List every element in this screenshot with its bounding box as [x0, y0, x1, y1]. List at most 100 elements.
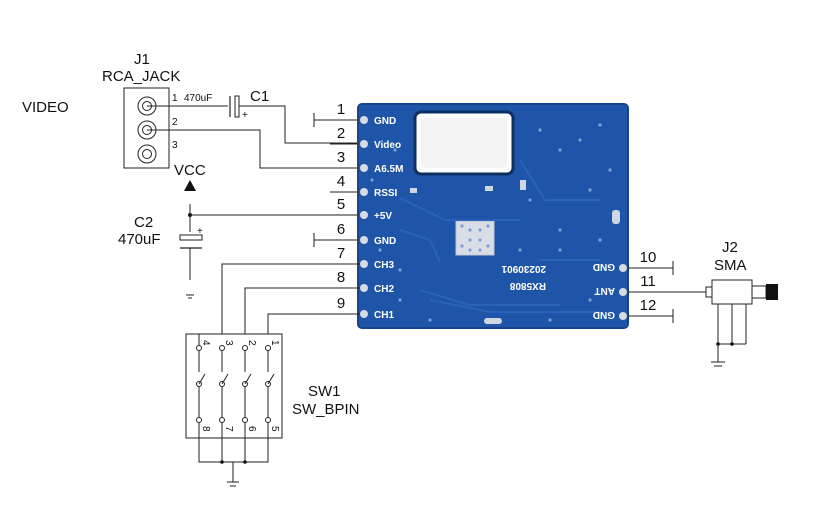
via — [588, 188, 592, 192]
switch-pin-number: 6 — [246, 426, 257, 432]
switch-pin-number: 8 — [200, 426, 211, 432]
j1-pin3-label: 3 — [172, 140, 178, 151]
module-pin-name: GND — [593, 261, 615, 272]
module-pin-name: CH2 — [374, 284, 394, 295]
switch-contact — [219, 381, 225, 387]
switch-contact — [265, 381, 271, 387]
pin-pad — [619, 264, 627, 272]
module-pin-name: ANT — [594, 285, 615, 296]
capacitor-c2: + — [179, 226, 203, 280]
switch-contact — [242, 417, 248, 423]
via — [478, 248, 482, 252]
switch-blade — [244, 373, 252, 385]
via — [460, 224, 464, 228]
via — [398, 298, 402, 302]
via — [598, 238, 602, 242]
via — [478, 238, 482, 242]
vcc-arrow-icon — [184, 180, 196, 191]
module-pin-name: A6.5M — [374, 164, 403, 175]
module-pin-number: 1 — [337, 101, 345, 118]
switch-contact — [219, 417, 225, 423]
via — [428, 318, 432, 322]
pin-pad — [360, 236, 368, 244]
module-pin-name: +5V — [374, 211, 392, 222]
module-pin-name: CH3 — [374, 260, 394, 271]
c1-label: C1 — [250, 88, 269, 105]
switch-blade — [198, 373, 206, 385]
via — [478, 228, 482, 232]
switch-contact — [242, 345, 248, 351]
via — [378, 248, 382, 252]
svg-text:+: + — [242, 110, 248, 121]
j2-name-label: SMA — [714, 257, 747, 274]
c2-ref-label: C2 — [134, 214, 153, 231]
pin-pad — [619, 312, 627, 320]
module-pin-name: GND — [374, 116, 396, 127]
j1-name-label: RCA_JACK — [102, 68, 180, 85]
switch-contact — [242, 381, 248, 387]
pin-pad — [360, 260, 368, 268]
switch-contact — [219, 345, 225, 351]
module-pin-number: 7 — [337, 245, 345, 262]
rx5808-module — [357, 103, 629, 329]
module-pin-number: 2 — [337, 125, 345, 142]
module-pin-number: 5 — [337, 196, 345, 213]
via — [486, 244, 490, 248]
module-pin-name: Video — [374, 140, 401, 151]
switch-blade — [267, 373, 275, 385]
via — [486, 224, 490, 228]
module-pin-number: 9 — [337, 295, 345, 312]
vcc-label: VCC — [174, 162, 206, 179]
via — [548, 318, 552, 322]
switch-pin-number: 7 — [223, 426, 234, 432]
pin-pad — [619, 288, 627, 296]
pin-pad — [360, 284, 368, 292]
c2-value-label: 470uF — [118, 231, 161, 248]
switch-contact — [196, 381, 202, 387]
module-pin-number: 12 — [640, 297, 657, 314]
j1-pin2-label: 2 — [172, 117, 178, 128]
via — [558, 228, 562, 232]
pin-pad — [360, 164, 368, 172]
via — [460, 244, 464, 248]
via — [468, 248, 472, 252]
sma-connector-j2 — [705, 279, 778, 367]
pin-pad — [360, 188, 368, 196]
via — [608, 168, 612, 172]
switch-contact — [265, 417, 271, 423]
module-pin-number: 10 — [640, 249, 657, 266]
sw1-name-label: SW_BPIN — [292, 401, 360, 418]
via — [588, 298, 592, 302]
via — [518, 248, 522, 252]
switch-blade — [221, 373, 229, 385]
module-model-label: RX5808 — [509, 280, 546, 291]
switch-contact — [196, 417, 202, 423]
pin-pad — [360, 310, 368, 318]
pin-pad — [360, 140, 368, 148]
via — [468, 238, 472, 242]
switch-contact — [265, 345, 271, 351]
via — [398, 268, 402, 272]
ground-icon — [186, 294, 194, 299]
module-pin-number: 4 — [337, 173, 345, 190]
sw1-ref-label: SW1 — [308, 383, 341, 400]
j1-ref-label: J1 — [134, 51, 150, 68]
via — [558, 148, 562, 152]
pin-pad — [360, 211, 368, 219]
module-pin-name: CH1 — [374, 310, 394, 321]
via — [393, 148, 397, 152]
capacitor-c1: + — [229, 95, 248, 121]
module-pin-number: 6 — [337, 221, 345, 238]
via — [598, 123, 602, 127]
via — [608, 288, 612, 292]
via — [558, 248, 562, 252]
dip-switch-sw1 — [185, 333, 283, 487]
pin-pad — [360, 116, 368, 124]
module-pin-number: 3 — [337, 149, 345, 166]
video-label: VIDEO — [22, 99, 69, 116]
via — [528, 198, 532, 202]
